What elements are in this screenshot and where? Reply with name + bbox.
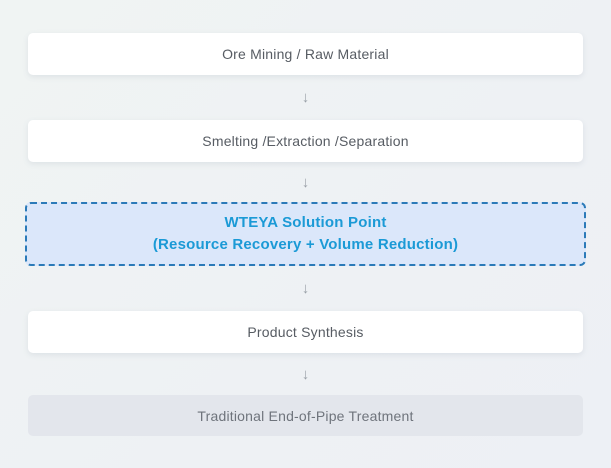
- down-arrow-glyph: ↓: [301, 280, 310, 297]
- down-arrow-glyph: ↓: [301, 89, 310, 106]
- flow-step-ore-mining-label: Ore Mining / Raw Material: [222, 46, 389, 62]
- flow-step-smelting: Smelting /Extraction /Separation: [28, 120, 583, 162]
- flow-step-wteya-subtitle: (Resource Recovery + Volume Reduction): [152, 236, 459, 253]
- down-arrow-icon: ↓: [302, 162, 310, 202]
- flow-step-smelting-label: Smelting /Extraction /Separation: [202, 133, 409, 149]
- flow-step-end-of-pipe-label: Traditional End-of-Pipe Treatment: [197, 407, 414, 424]
- down-arrow-icon: ↓: [302, 266, 310, 311]
- flow-step-product-synthesis: Product Synthesis: [28, 311, 583, 353]
- flow-step-wteya-title: WTEYA Solution Point: [224, 214, 387, 232]
- down-arrow-icon: ↓: [302, 75, 310, 120]
- down-arrow-icon: ↓: [302, 353, 310, 395]
- down-arrow-glyph: ↓: [301, 173, 310, 191]
- down-arrow-glyph: ↓: [301, 365, 310, 383]
- flow-step-end-of-pipe: Traditional End-of-Pipe Treatment: [28, 395, 583, 436]
- flow-step-ore-mining: Ore Mining / Raw Material: [28, 33, 583, 75]
- flow-step-product-synthesis-label: Product Synthesis: [247, 324, 364, 340]
- flow-step-wteya-solution: WTEYA Solution Point (Resource Recovery …: [25, 202, 586, 266]
